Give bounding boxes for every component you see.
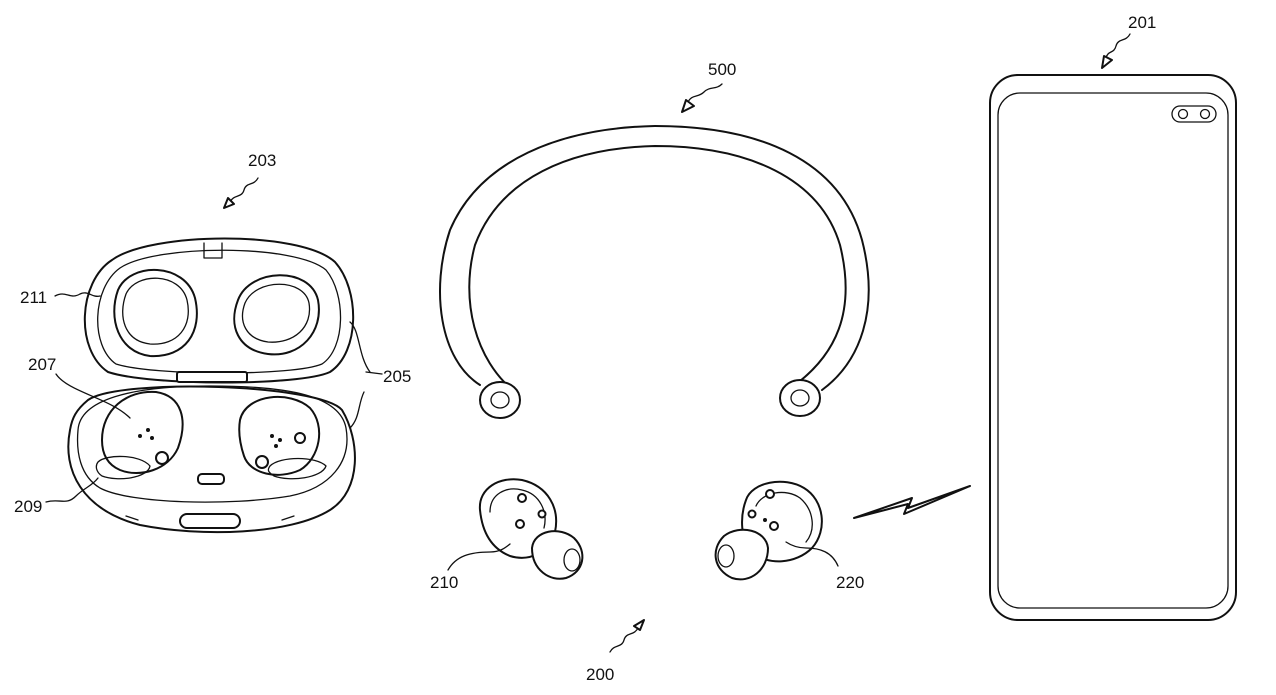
- case-lid-inner: [97, 249, 342, 374]
- label-earbud-right: 220: [836, 573, 864, 592]
- neckband-end-right: [779, 379, 821, 417]
- phone-camera-1: [1177, 108, 1189, 120]
- phone-camera-2: [1199, 108, 1211, 120]
- case-led: [197, 473, 225, 485]
- lid-cavity-right-inner: [241, 283, 311, 343]
- earbud-right-tip: [714, 528, 769, 581]
- neckband: [439, 125, 870, 419]
- case-base-rim: [76, 385, 348, 503]
- lid-cavity-left-inner: [122, 277, 189, 345]
- lid-notch: [203, 242, 223, 259]
- label-case-base: 209: [14, 497, 42, 516]
- label-phone: 201: [1128, 13, 1156, 32]
- case-hinge: [176, 371, 248, 383]
- lid-cavity-left: [113, 269, 198, 358]
- case-earbud-left-tip: [95, 455, 151, 480]
- earbud-right: [714, 480, 823, 581]
- phone-body: [989, 74, 1237, 621]
- phone-camera-housing: [1171, 105, 1217, 123]
- case-earbud-right-tip: [267, 457, 327, 480]
- label-case-parts: 205: [383, 367, 411, 386]
- case-earbud-right: [238, 395, 320, 476]
- neckband-outer: [439, 125, 870, 391]
- label-earbud-in-case: 207: [28, 355, 56, 374]
- label-neckband: 500: [708, 60, 736, 79]
- phone-screen: [997, 92, 1229, 609]
- neckband-inner: [468, 145, 847, 393]
- leader-lines: [45, 33, 1131, 653]
- case-base: [67, 385, 356, 534]
- wireless-link-symbol: [853, 485, 971, 519]
- case-usb-port: [179, 513, 241, 529]
- earbud-left-tip: [531, 530, 584, 580]
- case-lid: [83, 237, 355, 384]
- neckband-end-left: [479, 381, 521, 419]
- lid-cavity-right: [233, 274, 320, 356]
- earbud-left: [478, 478, 584, 580]
- smartphone: [989, 74, 1237, 621]
- charging-case: [67, 237, 356, 534]
- label-earbud-left: 210: [430, 573, 458, 592]
- label-earbud-set: 200: [586, 665, 614, 684]
- case-earbud-left: [101, 390, 184, 474]
- label-case-lid-seat: 211: [20, 288, 47, 307]
- label-case: 203: [248, 151, 276, 170]
